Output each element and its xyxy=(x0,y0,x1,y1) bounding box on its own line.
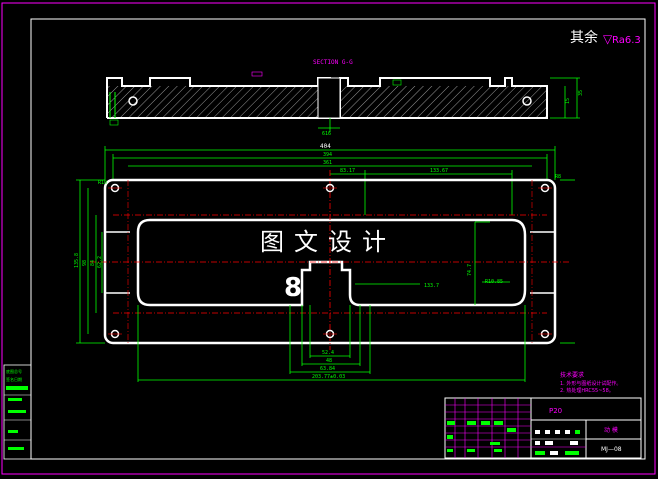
dim-1337: 133.7 xyxy=(424,283,439,289)
section-view xyxy=(106,77,580,132)
dim-v2: 98 xyxy=(82,260,88,266)
strip-label-1: 底图总号 xyxy=(6,368,22,374)
dim-r1085: R10.85 xyxy=(485,279,503,285)
material-value: P20 xyxy=(549,407,562,415)
roughness-value: Ra6.3 xyxy=(612,35,641,46)
notes-title: 技术要求 xyxy=(560,371,584,379)
left-strip: 底图总号 签名日期 xyxy=(3,364,32,460)
dim-48: 48 xyxy=(326,358,332,364)
dim-361: 361 xyxy=(323,160,332,166)
dim-6384: 63.84 xyxy=(320,366,335,372)
dim-h35: 35 xyxy=(578,90,584,96)
main-plate-view xyxy=(90,170,570,350)
section-hole-right xyxy=(522,96,532,106)
dim-depth-616: 616 xyxy=(322,131,331,137)
marker-label-b xyxy=(392,79,402,86)
bottom-dimensions xyxy=(137,305,526,382)
dim-v3: 84 xyxy=(90,260,96,266)
dim-v1: 135.8 xyxy=(74,253,80,268)
dim-left-r: R10 xyxy=(98,180,107,186)
watermark-text: 图文设计 xyxy=(260,228,396,256)
dim-r68: R8 xyxy=(555,174,561,180)
title-block xyxy=(444,397,642,459)
section-hole-left xyxy=(128,96,138,106)
marker-label-a xyxy=(251,71,263,77)
roughness-label: 其余 xyxy=(570,29,598,46)
marker-label-c xyxy=(109,119,119,126)
dim-width-top: 404 xyxy=(320,143,331,150)
strip-label-2: 签名日期 xyxy=(6,376,22,382)
notes-line1: 1. 外形与图纸设计试配作。 xyxy=(560,380,621,387)
section-title: SECTION G-G xyxy=(313,59,353,66)
roughness-symbol: ▽ xyxy=(603,32,613,46)
notes-line2: 2. 热处理HRC55~58。 xyxy=(560,387,614,394)
top-dimensions xyxy=(104,146,556,215)
drawing-frame xyxy=(30,18,646,460)
dim-h15: 15 xyxy=(565,98,571,104)
drawing-number: MJ—08 xyxy=(601,446,622,453)
dim-v4: 62.2 xyxy=(97,256,103,268)
dim-8317: 83.17 xyxy=(340,168,355,174)
right-dimensions xyxy=(355,179,575,344)
part-name: 动 模 xyxy=(604,426,618,434)
dim-747: 74.7 xyxy=(467,264,473,276)
dim-394: 394 xyxy=(323,152,332,158)
section-mark: 8 xyxy=(284,273,302,303)
left-dimensions xyxy=(76,179,105,344)
dim-524: 52.4 xyxy=(322,350,334,356)
dim-13367: 133.67 xyxy=(430,168,448,174)
dim-bottom-width: 203.77±0.03 xyxy=(312,374,345,380)
hole-centers xyxy=(108,187,552,335)
